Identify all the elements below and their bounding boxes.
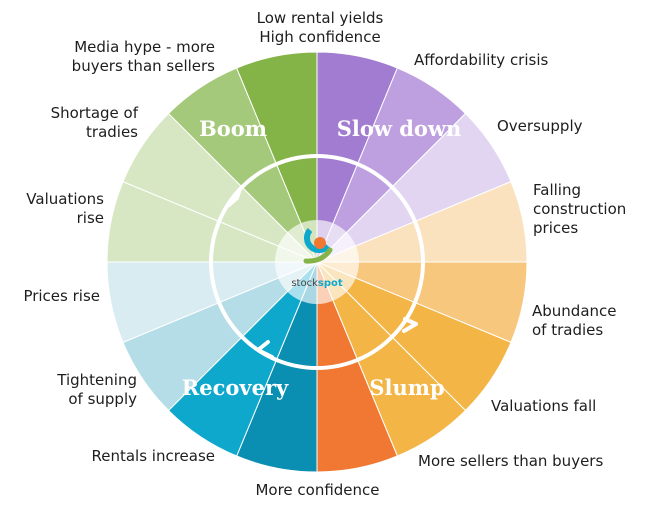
label-low-rental-yields: Low rental yields High confidence — [256, 9, 384, 46]
label-media-hype: Media hype - more buyers than sellers — [71, 38, 215, 75]
label-falling-construction-prices: Falling construction prices — [533, 181, 627, 237]
phase-slow-down: Slow down — [337, 116, 462, 141]
label-more-sellers: More sellers than buyers — [418, 452, 604, 470]
phase-recovery: Recovery — [182, 375, 289, 400]
label-rentals-increase: Rentals increase — [91, 447, 215, 465]
label-tightening-of-supply: Tightening of supply — [57, 371, 137, 408]
phase-boom: Boom — [199, 116, 267, 141]
cycle-arrow-left-icon — [256, 340, 274, 359]
phase-slump: Slump — [369, 375, 444, 400]
cycle-arrow-right-icon — [402, 317, 418, 333]
label-more-confidence: More confidence — [255, 481, 380, 499]
label-oversupply: Oversupply — [497, 117, 583, 135]
cycle-ring — [209, 154, 425, 370]
stockspot-logo-text: stockspot — [291, 278, 343, 289]
stockspot-logo-icon — [303, 228, 333, 264]
label-affordability-crisis: Affordability crisis — [414, 51, 549, 69]
label-prices-rise: Prices rise — [23, 287, 100, 305]
label-abundance-of-tradies: Abundance of tradies — [532, 302, 617, 339]
label-valuations-fall: Valuations fall — [491, 397, 597, 415]
wedge-boom-4 — [235, 51, 318, 263]
cycle-arrow-up-icon — [227, 187, 242, 207]
wheel-segments — [106, 51, 528, 473]
label-valuations-rise: Valuations rise — [26, 190, 104, 227]
label-shortage-of-tradies: Shortage of tradies — [50, 104, 138, 141]
